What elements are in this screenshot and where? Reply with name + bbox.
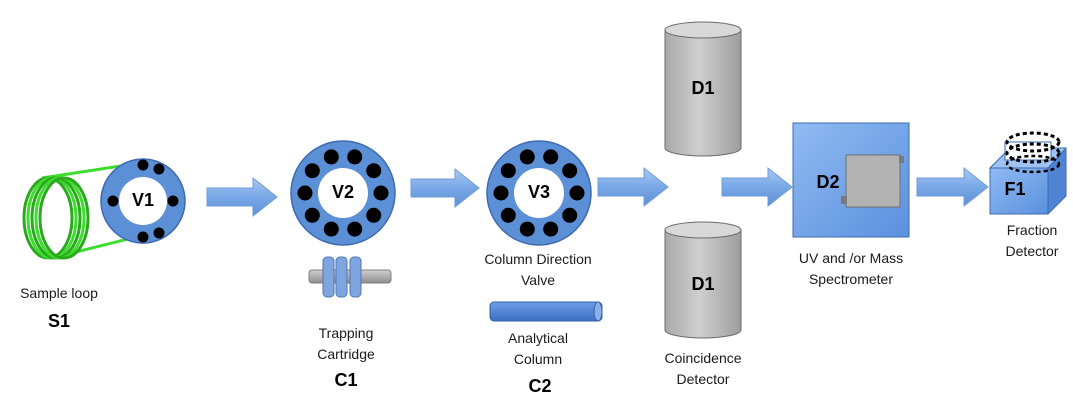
valve-v3-port	[543, 149, 559, 165]
valve-v3-port	[500, 163, 516, 179]
analytical-column	[489, 301, 603, 322]
v1-code: V1	[131, 190, 155, 210]
f1-label-line1: Fraction	[1006, 222, 1058, 238]
valve-v3-port	[493, 185, 509, 201]
v3-label-line1: Column Direction	[484, 251, 592, 267]
valve-v3-port	[569, 185, 585, 201]
detector-d1-top-cylinder	[664, 21, 742, 157]
valve-v2-port	[366, 207, 382, 223]
valve-v2-port	[304, 163, 320, 179]
flow-arrow-2	[410, 167, 480, 209]
valve-v3-port	[519, 149, 535, 165]
valve-v2-port	[347, 221, 363, 237]
valve-v2-port	[304, 207, 320, 223]
valve-v3	[486, 140, 592, 246]
v3-label-line2: Valve	[521, 272, 555, 288]
d1-top-code: D1	[691, 78, 715, 98]
valve-v3-port	[543, 221, 559, 237]
valve-v2-port	[323, 221, 339, 237]
flow-arrow-1	[206, 176, 278, 218]
sample-loop-coil	[22, 161, 157, 260]
valve-v3-port	[562, 163, 578, 179]
d2-code: D2	[816, 172, 840, 192]
s1-code: S1	[47, 311, 71, 331]
d2-label-line1: UV and /or Mass	[798, 250, 904, 266]
c2-label-line1: Analytical	[508, 330, 568, 346]
valve-v3-port	[562, 207, 578, 223]
s1-label: Sample loop	[20, 285, 98, 301]
d2-label-line2: Spectrometer	[808, 271, 894, 287]
f1-label-line2: Detector	[1005, 243, 1059, 259]
trapping-cartridge	[308, 256, 392, 298]
d1-bottom-label-line1: Coincidence	[664, 350, 742, 366]
valve-v1	[100, 158, 186, 244]
valve-v2	[290, 140, 396, 246]
c2-code: C2	[528, 376, 552, 396]
f1-code: F1	[1004, 179, 1026, 199]
c1-label-line1: Trapping	[318, 325, 374, 341]
v2-code: V2	[331, 182, 355, 202]
v3-code: V3	[527, 182, 551, 202]
flow-arrow-3	[597, 166, 669, 208]
fraction-collector	[988, 131, 1068, 215]
c2-label-line2: Column	[513, 351, 563, 367]
valve-v2-port	[347, 149, 363, 165]
flow-arrow-5	[916, 166, 989, 208]
d1-bottom-label-line2: Detector	[676, 371, 730, 387]
valve-v3-port	[519, 221, 535, 237]
valve-v2-port	[373, 185, 389, 201]
d1-bottom-code: D1	[691, 274, 715, 294]
valve-v2-port	[297, 185, 313, 201]
flow-arrow-4	[721, 166, 793, 208]
valve-v2-port	[366, 163, 382, 179]
c1-code: C1	[334, 370, 358, 390]
valve-v3-port	[500, 207, 516, 223]
c1-label-line2: Cartridge	[317, 346, 375, 362]
flow-arrows	[206, 166, 989, 218]
detector-d1-bottom-cylinder	[664, 221, 742, 339]
spectrometer-box	[792, 122, 910, 238]
valve-v2-port	[323, 149, 339, 165]
